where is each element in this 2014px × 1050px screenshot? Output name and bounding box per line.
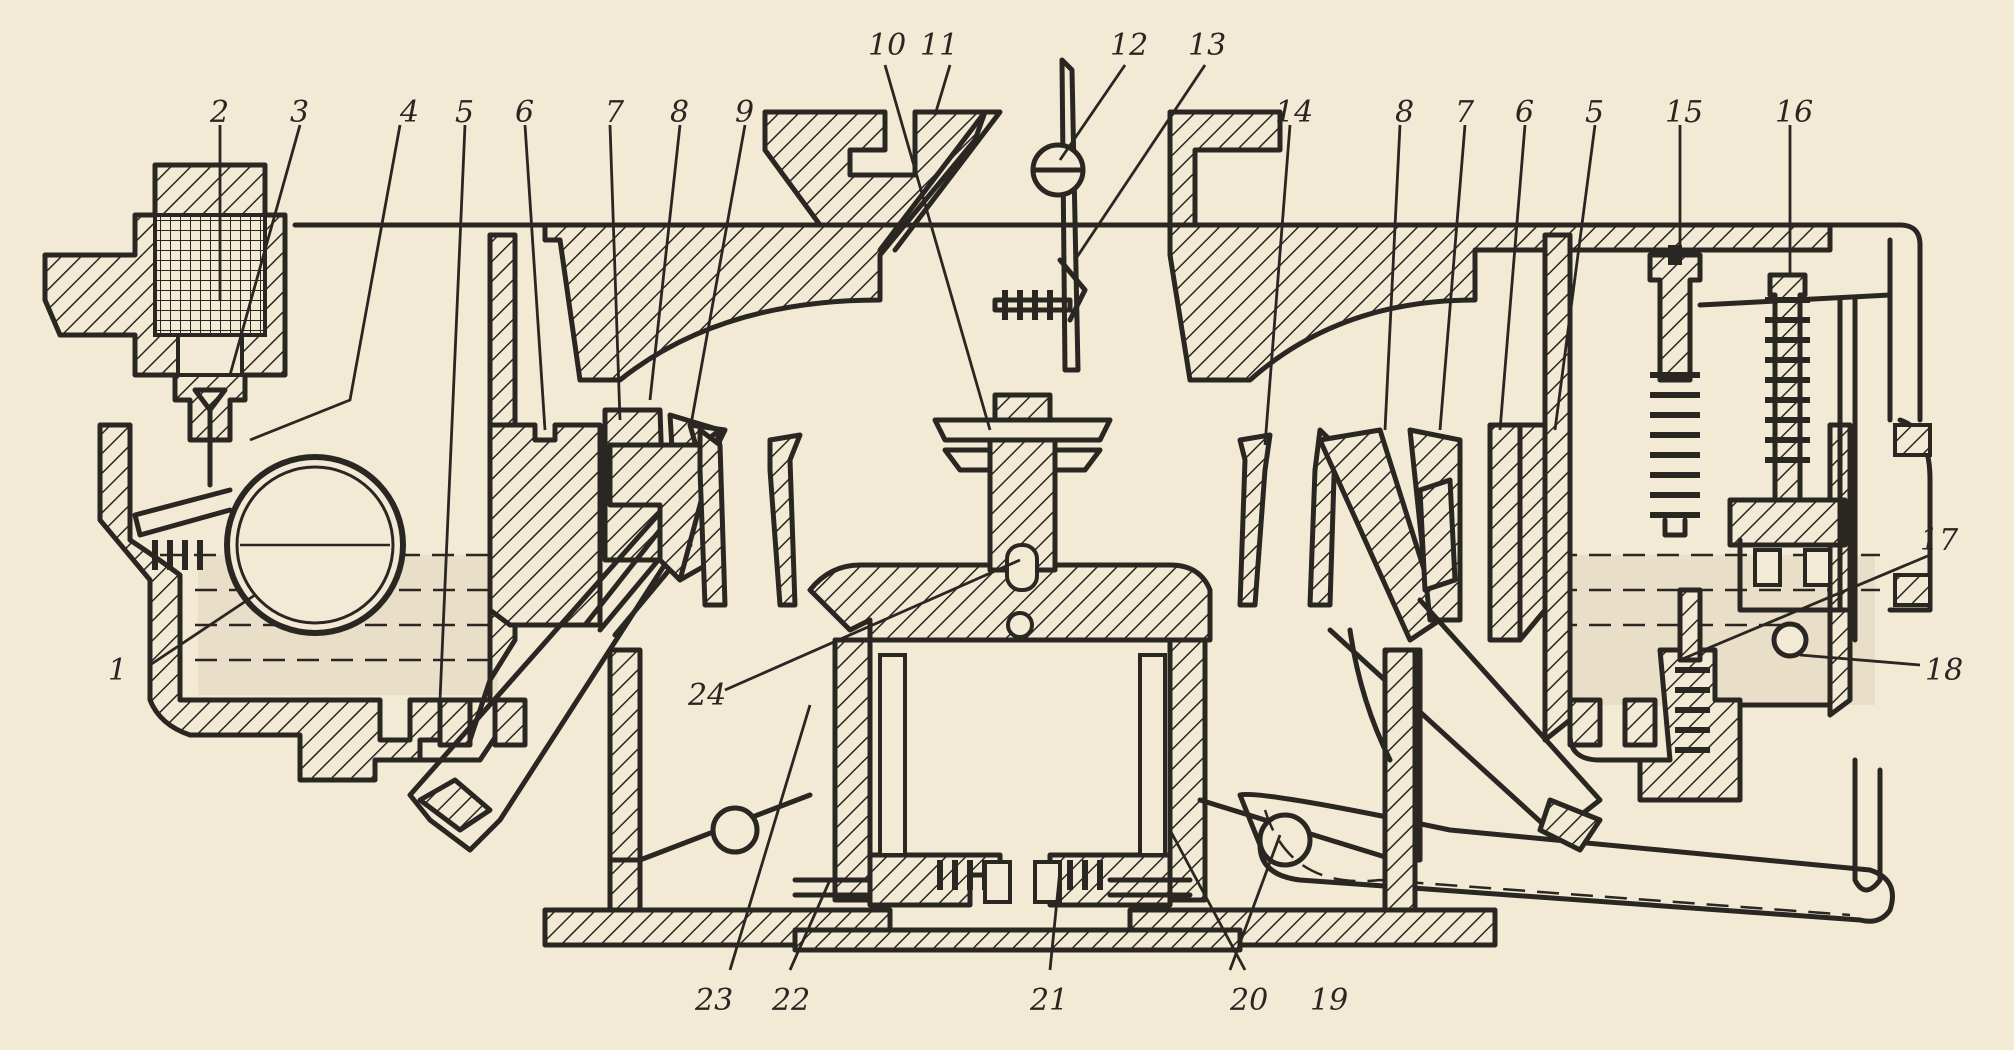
callout-8-left: 8: [670, 95, 689, 130]
callout-7-left: 7: [605, 95, 625, 130]
float: [132, 454, 406, 636]
callout-numbers: 2 3 4 5 6 7 8 9 10 11 12 13 14 8 7 6 5 1…: [108, 28, 1963, 1018]
callout-2: 2: [209, 95, 229, 130]
air-horn-cover: [292, 109, 1923, 423]
callout-20: 20: [1229, 983, 1268, 1018]
callout-3: 3: [290, 95, 309, 130]
callout-12: 12: [1110, 28, 1148, 63]
callout-6-right: 6: [1515, 95, 1534, 130]
callout-5-right: 5: [1585, 95, 1604, 130]
callout-24: 24: [687, 678, 726, 713]
callout-5-left: 5: [455, 95, 474, 130]
choke-valve: [992, 57, 1088, 373]
callout-9: 9: [735, 95, 754, 130]
callout-10: 10: [868, 28, 906, 63]
callout-15: 15: [1665, 95, 1703, 130]
throttle-body: [542, 562, 1498, 953]
callout-19: 19: [1310, 983, 1348, 1018]
callout-17: 17: [1920, 523, 1959, 558]
left-emulsion-assembly: [407, 407, 728, 853]
throttle-valves: [637, 791, 1895, 924]
callout-14: 14: [1275, 95, 1313, 130]
callout-13: 13: [1188, 28, 1226, 63]
idle-screws: [792, 860, 1193, 904]
callout-4: 4: [399, 95, 419, 130]
right-lower-flange: [1347, 627, 1418, 913]
callout-8-right: 8: [1395, 95, 1414, 130]
venturi-left: [697, 427, 803, 608]
callout-1: 1: [108, 653, 127, 688]
callout-6-left: 6: [515, 95, 534, 130]
callout-7-right: 7: [1455, 95, 1475, 130]
callout-21: 21: [1029, 983, 1068, 1018]
economizer: [1727, 272, 1883, 893]
callout-16: 16: [1775, 95, 1813, 130]
fuel-inlet: [42, 162, 288, 488]
venturi-right: [1237, 427, 1338, 608]
leader-lines: [149, 64, 1931, 971]
callout-22: 22: [771, 983, 810, 1018]
right-float-chamber: [1317, 232, 1933, 853]
callout-11: 11: [920, 28, 958, 63]
callout-18: 18: [1925, 653, 1963, 688]
callout-23: 23: [694, 983, 733, 1018]
pump-nozzle: [932, 392, 1113, 639]
